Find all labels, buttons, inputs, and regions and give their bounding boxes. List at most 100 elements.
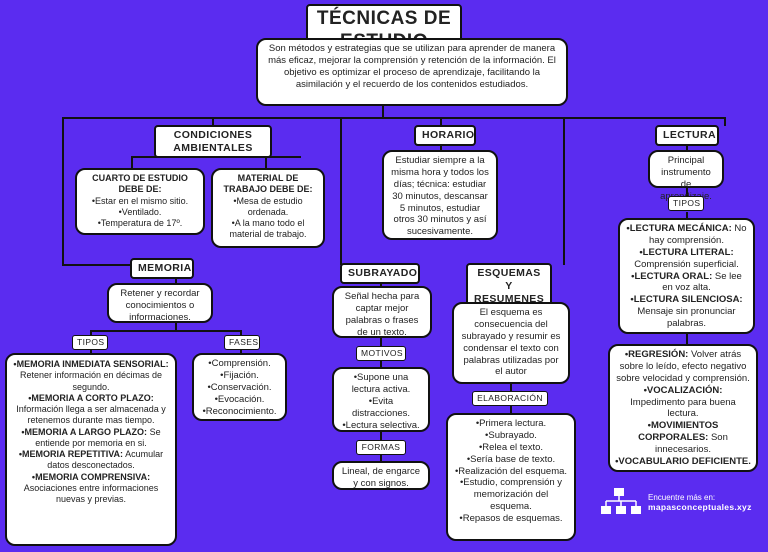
connector	[440, 117, 442, 126]
lectura-tipo: •LECTURA LITERAL: Comprensión superficia…	[625, 247, 748, 271]
fase-item: •Conservación.	[207, 381, 272, 393]
lectura-tipo2-name: •MOVIMIENTOS CORPORALES:	[638, 420, 719, 444]
memoria-desc-box: Retener y recordar conocimientos o infor…	[107, 283, 213, 323]
memoria-desc: Retener y recordar conocimientos o infor…	[120, 288, 200, 323]
connector	[240, 346, 242, 354]
lectura-tipo2: •REGRESIÓN: Volver atrás sobre lo leído,…	[615, 349, 751, 385]
lectura-tipos2-box: •REGRESIÓN: Volver atrás sobre lo leído,…	[608, 344, 758, 472]
connector	[265, 156, 267, 168]
brand-site-link[interactable]: mapasconceptuales.xyz	[648, 502, 752, 512]
memoria-tipos-label: TIPOS	[72, 335, 108, 350]
lectura-tipo-name: •LECTURA LITERAL:	[639, 246, 734, 258]
fase-item: •Comprensión.	[208, 358, 271, 369]
memoria-tipo-name: •MEMORIA COMPRENSIVA:	[31, 471, 151, 482]
cuarto-title: CUARTO DE ESTUDIO DEBE DE:	[92, 173, 188, 195]
memoria-tipo-name: •MEMORIA A LARGO PLAZO:	[21, 426, 148, 437]
subrayado-desc: Señal hecha para captar mejor palabras o…	[344, 291, 420, 338]
material-box: MATERIAL DE TRABAJO DEBE DE: •Mesa de es…	[211, 168, 325, 248]
connector	[510, 384, 512, 392]
memoria-tipo-desc: Se entiende por memoria en si.	[35, 426, 161, 448]
connector	[90, 346, 92, 354]
formas-label: FORMAS	[356, 440, 406, 455]
memoria-tipos-box: •MEMORIA INMEDIATA SENSORIAL: Retener in…	[5, 353, 177, 546]
cuarto-box: CUARTO DE ESTUDIO DEBE DE: •Estar en el …	[75, 168, 205, 235]
cuarto-item: •Ventilado.	[118, 206, 162, 217]
memoria-tipo: •MEMORIA A LARGO PLAZO: Se entiende por …	[11, 427, 171, 450]
definition-text: Son métodos y estrategias que se utiliza…	[268, 43, 556, 90]
connector	[380, 432, 382, 440]
formas-desc: Lineal, de engarce y con signos.	[341, 466, 421, 489]
elaboracion-item: •Subrayado.	[485, 429, 537, 441]
lectura-tipo2: •VOCALIZACIÓN: Impedimento para buena le…	[615, 385, 751, 421]
connector	[240, 330, 242, 337]
memoria-tipo: •MEMORIA REPETITIVA: Acumular datos desc…	[11, 449, 171, 472]
motivos-box: •Supone una lectura activa. •Evita distr…	[332, 367, 430, 432]
subrayado-box: Señal hecha para captar mejor palabras o…	[332, 286, 432, 338]
brand: Encuentre más en: mapasconceptuales.xyz	[648, 493, 752, 512]
elaboracion-label: ELABORACIÓN	[472, 391, 548, 406]
lectura-tipo2-name: •VOCALIZACIÓN:	[643, 384, 723, 396]
memoria-tipo-desc: Acumular datos desconectados.	[47, 449, 164, 471]
lectura-tipo2-name: •REGRESIÓN:	[624, 349, 689, 360]
lectura-tipo-desc: Mensaje sin pronunciar palabras.	[637, 306, 736, 329]
connector	[380, 454, 382, 462]
memoria-tipo: •MEMORIA INMEDIATA SENSORIAL: Retener in…	[11, 359, 171, 393]
connector	[90, 330, 240, 332]
lectura-tipo2: •VOCABULARIO DEFICIENTE.	[615, 456, 751, 468]
memoria-tipo-name: •MEMORIA REPETITIVA:	[18, 449, 124, 459]
memoria-tipo-desc: Retener información en décimas de segund…	[19, 370, 163, 392]
horario-header: HORARIO	[414, 125, 476, 147]
lectura-tipo-name: •LECTURA ORAL:	[631, 270, 713, 282]
formas-box: Lineal, de engarce y con signos.	[332, 461, 430, 490]
connector	[131, 156, 133, 168]
memoria-tipo-desc: Asociaciones entre informaciones nuevas …	[23, 482, 159, 504]
material-title: MATERIAL DE TRABAJO DEBE DE:	[223, 173, 313, 195]
lectura-tipo-desc: Comprensión superficial.	[634, 258, 739, 270]
material-item: •Mesa de estudio ordenada.	[233, 195, 303, 217]
subrayado-header: SUBRAYADO	[340, 263, 420, 285]
connector	[90, 330, 92, 337]
lectura-tipo: •LECTURA ORAL: Se lee en voz alta.	[625, 271, 748, 295]
material-item: •A la mano todo el material de trabajo.	[229, 218, 307, 240]
cuarto-item: •Temperatura de 17º.	[97, 218, 183, 228]
lectura-desc: Principal instrumento de aprendizaje.	[660, 155, 712, 202]
cuarto-item: •Estar en el mismo sitio.	[91, 195, 189, 206]
connector	[212, 117, 214, 126]
lectura-tipo-name: •LECTURA MECÁNICA:	[626, 223, 732, 234]
lectura-tipo2: •MOVIMIENTOS CORPORALES: Son innecesario…	[615, 420, 751, 456]
connector	[62, 264, 130, 266]
fase-item: •Reconocimiento.	[202, 405, 277, 417]
connector	[382, 106, 384, 118]
brand-line1: Encuentre más en:	[648, 493, 716, 502]
condiciones-header: CONDICIONES AMBIENTALES	[154, 125, 272, 159]
fase-item: •Fijación.	[220, 369, 259, 381]
motivo-item: •Evita distracciones.	[351, 395, 411, 419]
connector	[175, 323, 177, 331]
elaboracion-item: •Repasos de esquemas.	[459, 513, 563, 524]
motivo-item: •Lectura selectiva.	[342, 419, 420, 431]
connector	[563, 117, 565, 265]
elaboracion-item: •Relea el texto.	[478, 441, 544, 453]
connector	[62, 117, 64, 265]
memoria-header: MEMORIA	[130, 258, 194, 280]
memoria-fases-label: FASES	[224, 335, 260, 350]
lectura-header: LECTURA	[655, 125, 719, 147]
lectura-tipo-name: •LECTURA SILENCIOSA:	[630, 294, 743, 306]
lectura-tipos-label: TIPOS	[668, 196, 704, 211]
connector	[686, 212, 688, 222]
elaboracion-item: •Realización del esquema.	[454, 465, 568, 477]
lectura-tipo: •LECTURA SILENCIOSA: Mensaje sin pronunc…	[625, 294, 748, 330]
connector	[380, 338, 382, 346]
lectura-tipo: •LECTURA MECÁNICA: No hay comprensión.	[625, 223, 748, 247]
lectura-tipo-desc: Se lee en voz alta.	[662, 270, 742, 294]
mindmap-logo-icon	[601, 488, 641, 514]
connector	[724, 117, 726, 126]
connector	[510, 404, 512, 414]
lectura-box: Principal instrumento de aprendizaje.	[648, 150, 724, 202]
memoria-tipo-desc: Información llega a ser almacenada y ret…	[16, 404, 166, 426]
lectura-tipos-box: •LECTURA MECÁNICA: No hay comprensión. •…	[618, 218, 755, 334]
memoria-tipo: •MEMORIA A CORTO PLAZO: Información lleg…	[11, 393, 171, 427]
lectura-tipo-desc: No hay comprensión.	[649, 223, 747, 246]
memoria-tipo-name: •MEMORIA A CORTO PLAZO:	[28, 392, 154, 403]
elaboracion-box: •Primera lectura. •Subrayado. •Relea el …	[446, 413, 576, 541]
